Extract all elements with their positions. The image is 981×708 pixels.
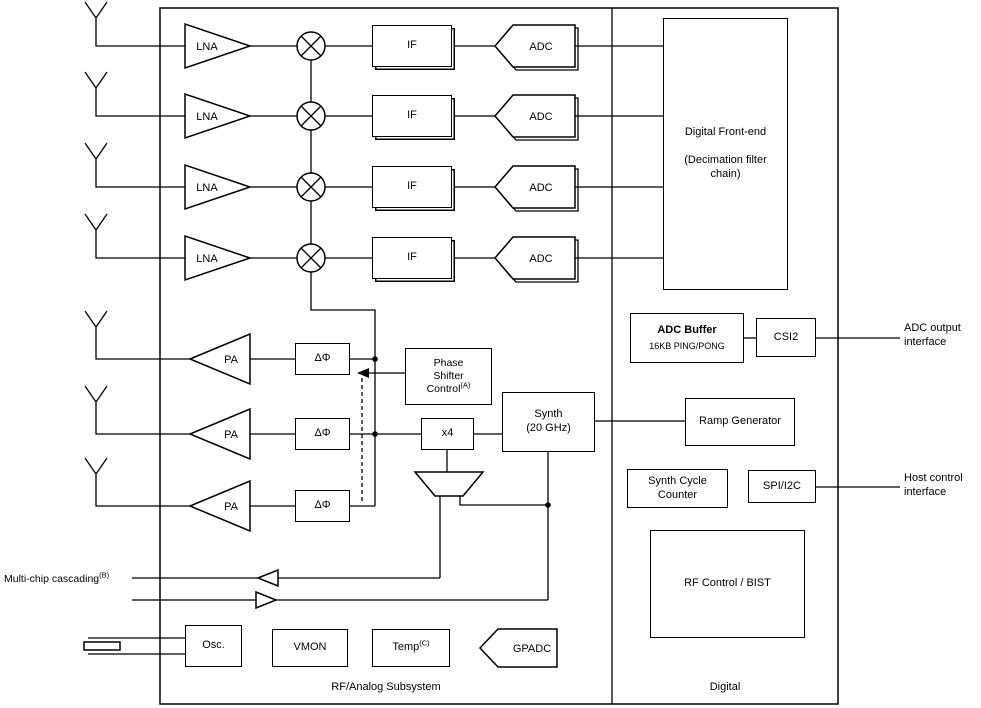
tx-antenna-icon: [84, 310, 190, 360]
scc-line: Counter: [657, 488, 698, 501]
phase-shifter-control-block: Phase Shifter Control(A): [405, 348, 492, 405]
if-label: IF: [407, 180, 417, 193]
junction-dot: [372, 431, 378, 437]
rx-antenna-icon: [84, 1, 185, 47]
gpadc-label: GPADC: [513, 643, 551, 655]
if-label: IF: [407, 251, 417, 264]
vmon-block: VMON: [272, 629, 348, 667]
adc-block: ADC: [494, 236, 579, 283]
if-label: IF: [407, 109, 417, 122]
dfe-subtitle: chain): [710, 167, 741, 180]
psc-line: Control(A): [426, 380, 471, 396]
lna-amplifier: LNA: [184, 163, 253, 211]
spi-i2c-label: SPI/I2C: [763, 479, 801, 492]
psc-line: Phase: [433, 356, 464, 369]
rx-antenna-icon: [84, 71, 185, 117]
adc-block: ADC: [494, 94, 579, 141]
crystal-oscillator-icon: [83, 637, 185, 655]
psc-footnote-ref: (A): [460, 380, 471, 390]
phase-shifter-label: ΔΦ: [314, 499, 331, 512]
mixer-icon: [296, 101, 326, 131]
if-block: IF: [372, 25, 452, 67]
pa-label: PA: [224, 429, 239, 441]
osc-label: Osc.: [202, 639, 225, 652]
cascade-footnote-ref: (B): [99, 570, 110, 580]
arrowhead-icon: [357, 368, 369, 378]
if-block: IF: [372, 95, 452, 137]
tx-antenna-icon: [84, 457, 190, 507]
analog-region-label: RF/Analog Subsystem: [331, 681, 441, 693]
host-control-interface-label: Host control interface: [904, 471, 981, 499]
digital-region-label: Digital: [709, 681, 741, 693]
adc-label: ADC: [529, 111, 552, 123]
temp-sensor-block: Temp(C): [372, 629, 450, 667]
csi2-block: CSI2: [756, 318, 816, 357]
if-block: IF: [372, 166, 452, 208]
lna-label: LNA: [196, 253, 218, 265]
if-block: IF: [372, 237, 452, 279]
adc-buffer-title: ADC Buffer: [657, 324, 717, 336]
temp-label: Temp(C): [392, 638, 430, 654]
mixer-icon: [296, 31, 326, 61]
mixer-icon: [296, 243, 326, 273]
adc-block: ADC: [494, 24, 579, 71]
wire: [459, 496, 548, 506]
pa-label: PA: [224, 501, 239, 513]
temp-footnote-ref: (C): [419, 638, 430, 648]
psc-line: Shifter: [433, 369, 464, 382]
dfe-title: Digital Front-end: [684, 126, 767, 139]
phase-shifter-block: ΔΦ: [295, 343, 350, 375]
phase-shifter-block: ΔΦ: [295, 490, 350, 522]
buffer-right-icon: [255, 590, 279, 610]
spi-i2c-block: SPI/I2C: [748, 470, 816, 503]
lo-mux: [413, 471, 485, 497]
gpadc-block: GPADC: [478, 628, 558, 668]
pa-label: PA: [224, 354, 239, 366]
x4-multiplier-block: x4: [421, 418, 474, 450]
adc-buffer-subtitle: 16KB PING/PONG: [649, 340, 725, 351]
csi2-label: CSI2: [773, 330, 799, 343]
rx-antenna-icon: [84, 142, 185, 188]
phase-shifter-label: ΔΦ: [314, 352, 331, 365]
multichip-cascading-label: Multi-chip cascading(B): [4, 570, 110, 586]
lna-label: LNA: [196, 182, 218, 194]
mixer-icon: [296, 172, 326, 202]
lna-amplifier: LNA: [184, 92, 253, 140]
adc-buffer-block: ADC Buffer 16KB PING/PONG: [630, 313, 744, 363]
dfe-subtitle: (Decimation filter: [684, 154, 767, 167]
adc-label: ADC: [529, 253, 552, 265]
if-label: IF: [407, 39, 417, 52]
vmon-label: VMON: [293, 641, 327, 654]
lna-label: LNA: [196, 111, 218, 123]
synth-subtitle: (20 GHz): [526, 422, 571, 434]
phase-shifter-label: ΔΦ: [314, 427, 331, 440]
synth-block: Synth (20 GHz): [502, 392, 595, 452]
ramp-generator-block: Ramp Generator: [685, 398, 795, 446]
ramp-generator-label: Ramp Generator: [699, 415, 781, 428]
tx-antenna-icon: [84, 385, 190, 435]
scc-line: Synth Cycle: [648, 474, 707, 487]
phase-shifter-block: ΔΦ: [295, 418, 350, 450]
synth-title: Synth: [534, 408, 563, 421]
adc-label: ADC: [529, 182, 552, 194]
lo-distribution-bus: [310, 60, 421, 507]
rf-control-bist-block: RF Control / BIST: [650, 530, 805, 638]
junction-dot: [372, 356, 378, 362]
x4-label: x4: [441, 427, 454, 440]
synth-cycle-counter-block: Synth Cycle Counter: [627, 469, 728, 508]
digital-front-end-block: Digital Front-end (Decimation filter cha…: [663, 18, 788, 290]
lna-amplifier: LNA: [184, 234, 253, 282]
lna-amplifier: LNA: [184, 22, 253, 70]
junction-dot: [545, 502, 551, 508]
osc-block: Osc.: [185, 625, 242, 667]
adc-label: ADC: [529, 41, 552, 53]
lna-label: LNA: [196, 41, 218, 53]
rx-antenna-icon: [84, 213, 185, 259]
adc-output-interface-label: ADC output interface: [904, 321, 980, 349]
rf-control-bist-label: RF Control / BIST: [684, 577, 771, 590]
